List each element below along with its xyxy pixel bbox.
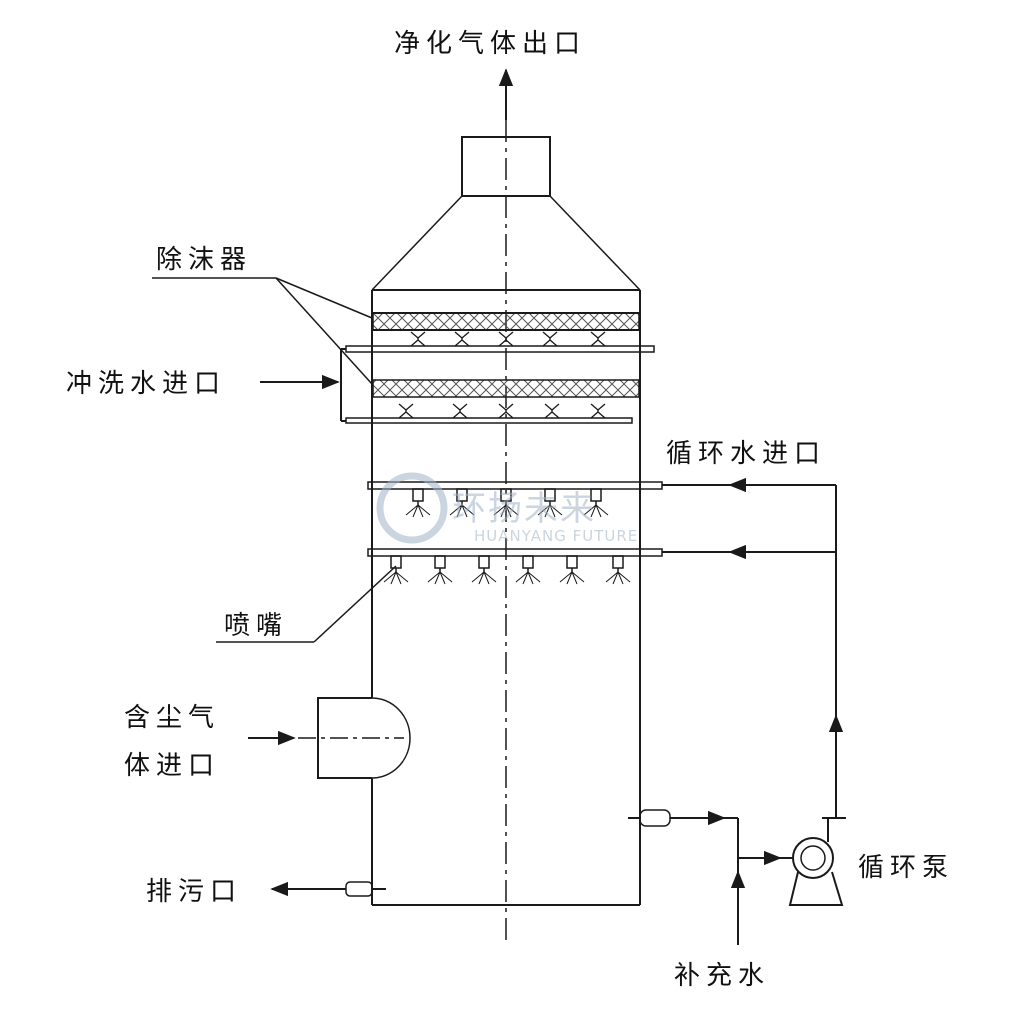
outlet-label: 净化气体出口 bbox=[394, 29, 586, 59]
circ-inlet-label: 循环水进口 bbox=[666, 439, 826, 469]
dust-gas-inlet bbox=[248, 697, 411, 779]
pump-suction-piping bbox=[628, 809, 782, 945]
top-cone bbox=[371, 195, 641, 291]
watermark: 环扬未来 HUANYANG FUTURE bbox=[376, 472, 638, 545]
leader-lines bbox=[152, 277, 397, 643]
wash-headers bbox=[340, 345, 655, 424]
wash-nozzles bbox=[398, 331, 606, 419]
demister-label: 除沫器 bbox=[156, 245, 252, 275]
pump-label: 循环泵 bbox=[858, 853, 954, 883]
drain-outlet bbox=[270, 881, 386, 897]
watermark-subtext: HUANYANG FUTURE bbox=[474, 527, 638, 545]
dust-inlet-label-line1: 含尘气 bbox=[124, 703, 220, 733]
circulation-piping bbox=[662, 477, 844, 818]
watermark-logo-icon bbox=[376, 472, 448, 544]
spray-nozzles-lower bbox=[383, 555, 631, 585]
demister-layers bbox=[372, 312, 640, 398]
nozzle-label: 喷嘴 bbox=[224, 611, 288, 641]
drain-label: 排污口 bbox=[146, 877, 242, 907]
wash-inlet-label: 冲洗水进口 bbox=[66, 369, 226, 399]
circulation-pump bbox=[738, 817, 846, 906]
dust-inlet-label-line2: 体进口 bbox=[124, 751, 220, 781]
watermark-text: 环扬未来 bbox=[452, 489, 596, 529]
makeup-water-label: 补充水 bbox=[674, 961, 770, 991]
